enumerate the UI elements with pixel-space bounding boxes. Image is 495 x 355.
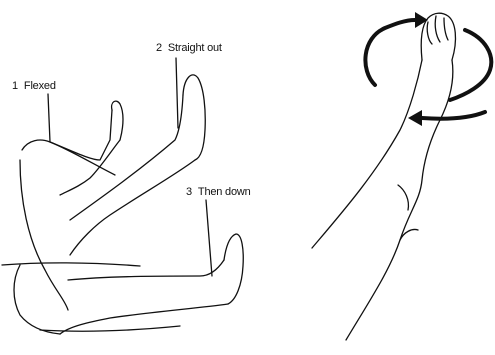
arrowhead-top — [415, 12, 428, 28]
pointer-straight — [176, 58, 178, 128]
ankle-crease — [398, 185, 408, 210]
flexed-shin-back — [60, 140, 120, 195]
floor-line — [40, 326, 180, 331]
thigh-lower-edge — [20, 160, 68, 310]
label-flexed-text: Flexed — [24, 80, 56, 92]
arrowheads — [408, 12, 428, 126]
label-flexed-number: 1 — [12, 80, 18, 92]
down-foot — [224, 234, 243, 304]
label-down-text: Then down — [198, 186, 251, 198]
label-down-number: 3 — [186, 186, 192, 198]
rotation-arrow-right — [450, 30, 491, 100]
label-then-down: 3 Then down — [186, 186, 251, 198]
label-straight-text: Straight out — [168, 42, 222, 54]
toe-3 — [444, 18, 448, 40]
leg-raise-diagram — [0, 0, 300, 355]
toe-1 — [427, 22, 432, 44]
label-straight-number: 2 — [156, 42, 162, 54]
flexed-foot — [112, 101, 123, 140]
pointer-flexed — [48, 94, 50, 142]
flexed-shin-front — [50, 110, 112, 160]
leg-front-edge — [312, 60, 422, 248]
toe-2 — [435, 16, 440, 42]
leg-back-edge — [346, 60, 453, 340]
body-base-line — [2, 263, 140, 266]
hip-curve — [14, 265, 60, 334]
rotation-arrow-top — [365, 20, 415, 85]
straight-foot — [183, 75, 205, 160]
label-flexed: 1 Flexed — [12, 80, 56, 92]
pointer-down — [206, 200, 212, 276]
arrowhead-bottom — [408, 110, 422, 126]
rotation-arrow-bottom — [422, 112, 485, 119]
ankle-rotation-diagram — [300, 0, 495, 355]
label-straight-out: 2 Straight out — [156, 42, 222, 54]
